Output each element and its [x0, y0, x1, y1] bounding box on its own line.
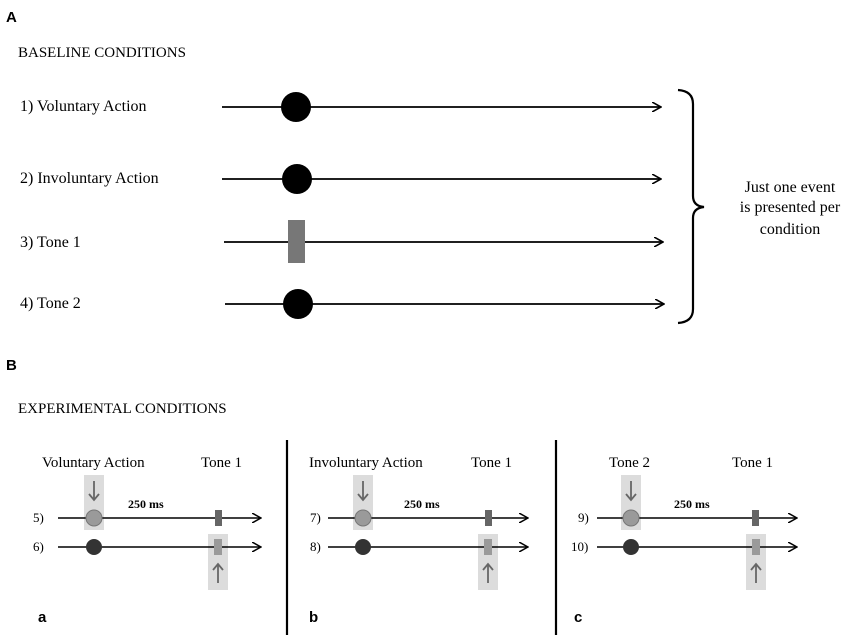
tone-label: Tone 1 [471, 455, 512, 471]
tone-event-rectangle [485, 510, 492, 526]
action-event-circle [85, 509, 103, 527]
highlight-box [746, 534, 766, 590]
tone-event-rectangle [215, 510, 222, 526]
row-label: 7) [310, 510, 321, 525]
panel-a-letter: A [6, 9, 17, 26]
down-arrow-icon-head [88, 493, 100, 502]
tone-event-rectangle [752, 539, 760, 555]
tone-event-rectangle [288, 220, 305, 263]
tone-label: Tone 1 [732, 455, 773, 471]
down-arrow-icon-head [625, 493, 637, 502]
interval-label: 250 ms [128, 497, 164, 511]
panel-a-heading: BASELINE CONDITIONS [18, 45, 186, 61]
event-label: Tone 2 [609, 455, 650, 471]
baseline-condition-4: 4) Tone 2 [20, 289, 663, 319]
row-label: 6) [33, 539, 44, 554]
action-event-circle [354, 509, 372, 527]
brace-note: Just one event is presented per conditio… [740, 179, 841, 238]
row-label: 10) [571, 539, 588, 554]
condition-label: 4) Tone 2 [20, 295, 81, 312]
interval-label: 250 ms [674, 497, 710, 511]
highlight-box [478, 534, 498, 590]
tone-event-rectangle [214, 539, 222, 555]
subpanel-letter: a [38, 609, 47, 626]
baseline-condition-2: 2) Involuntary Action [20, 164, 660, 194]
event-label: Involuntary Action [309, 455, 423, 471]
subpanel-letter: b [309, 609, 318, 626]
panel-b-heading: EXPERIMENTAL CONDITIONS [18, 401, 227, 417]
tone-event-circle [623, 539, 639, 555]
subpanel-a: Voluntary Action Tone 1 250 ms 5) 6) a [33, 455, 260, 626]
note-line: is presented per [740, 199, 841, 216]
subpanel-b: Involuntary Action Tone 1 250 ms 7) 8) b [309, 455, 527, 626]
panel-b: B EXPERIMENTAL CONDITIONS Voluntary Acti… [6, 357, 796, 635]
action-event-circle [282, 164, 312, 194]
note-line: Just one event [745, 179, 836, 196]
panel-b-letter: B [6, 357, 17, 374]
curly-brace [677, 88, 705, 325]
tone-event-rectangle [752, 510, 759, 526]
condition-label: 1) Voluntary Action [20, 98, 147, 115]
highlight-box [208, 534, 228, 590]
condition-label: 3) Tone 1 [20, 234, 81, 251]
subpanel-c: Tone 2 Tone 1 250 ms 9) 10) c [571, 455, 796, 626]
event-label: Voluntary Action [42, 455, 145, 471]
condition-label: 2) Involuntary Action [20, 170, 159, 187]
up-arrow-icon-head [482, 562, 494, 571]
row-label: 9) [578, 510, 589, 525]
action-event-circle [86, 539, 102, 555]
subpanel-letter: c [574, 609, 582, 626]
panel-a: A BASELINE CONDITIONS 1) Voluntary Actio… [6, 9, 841, 325]
up-arrow-icon-head [212, 562, 224, 571]
row-label: 5) [33, 510, 44, 525]
action-event-circle [281, 92, 311, 122]
interval-label: 250 ms [404, 497, 440, 511]
tone-event-circle [622, 509, 640, 527]
note-line: condition [760, 221, 820, 238]
down-arrow-icon-head [357, 493, 369, 502]
baseline-condition-3: 3) Tone 1 [20, 220, 662, 263]
tone-event-circle [283, 289, 313, 319]
action-event-circle [355, 539, 371, 555]
baseline-condition-1: 1) Voluntary Action [20, 92, 660, 122]
tone-event-rectangle [484, 539, 492, 555]
tone-label: Tone 1 [201, 455, 242, 471]
row-label: 8) [310, 539, 321, 554]
up-arrow-icon-head [750, 562, 762, 571]
